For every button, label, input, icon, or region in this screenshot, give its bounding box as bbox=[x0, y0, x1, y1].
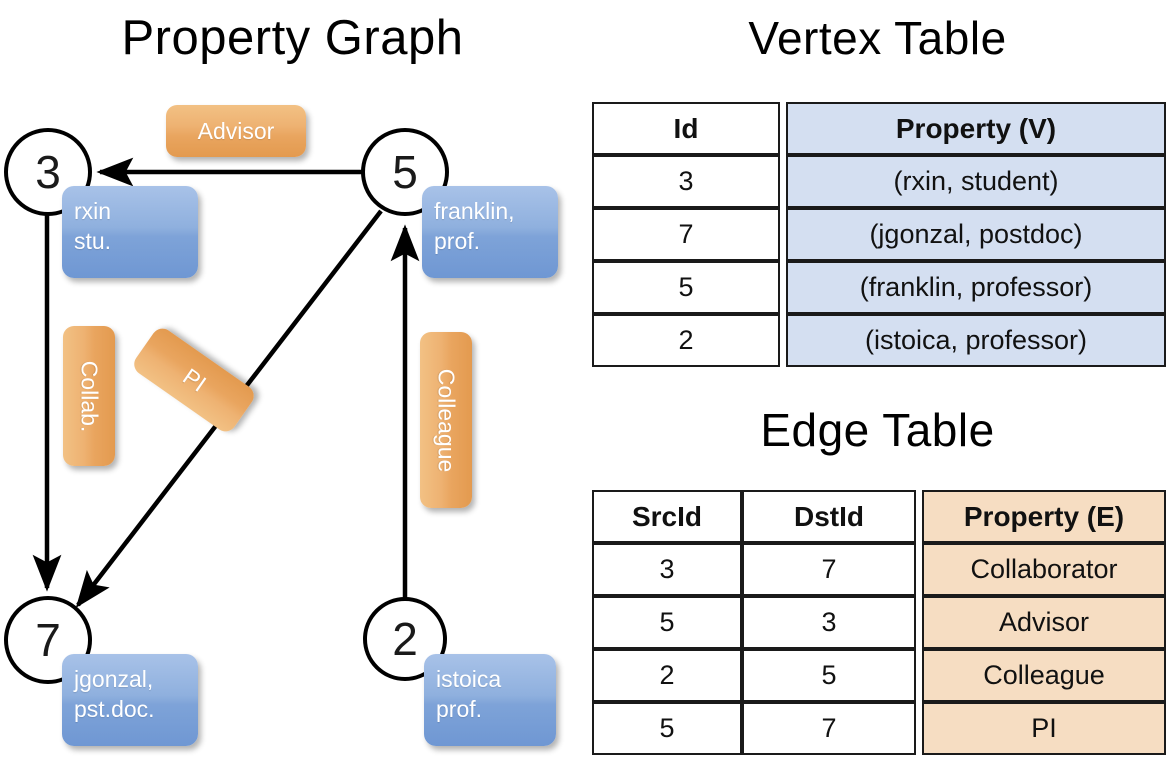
edge-label-advisor[interactable]: Advisor bbox=[166, 105, 306, 157]
edge-label-colleague[interactable]: Colleague bbox=[420, 332, 472, 508]
edge-table-header-row: SrcId DstId Property (E) bbox=[592, 490, 1166, 543]
node-property-franklin-line1: franklin, bbox=[434, 198, 515, 224]
edge-table-header-property: Property (E) bbox=[922, 490, 1166, 543]
vertex-row-2-property: (franklin, professor) bbox=[786, 261, 1166, 314]
property-graph-diagram: 3 5 7 2 rxin stu. franklin, prof. jgonza… bbox=[4, 105, 558, 746]
vertex-row-0-property: (rxin, student) bbox=[786, 155, 1166, 208]
vertex-row-3-property: (istoica, professor) bbox=[786, 314, 1166, 367]
edge-row-2-dst: 5 bbox=[742, 649, 916, 702]
table-row: 5 3 Advisor bbox=[592, 596, 1166, 649]
node-property-box-istoica[interactable]: istoica prof. bbox=[424, 654, 556, 746]
table-row: 7 (jgonzal, postdoc) bbox=[592, 208, 1166, 261]
edge-row-0-src: 3 bbox=[592, 543, 742, 596]
table-row: 3 (rxin, student) bbox=[592, 155, 1166, 208]
node-property-box-rxin[interactable]: rxin stu. bbox=[62, 186, 198, 278]
node-property-istoica-line2: prof. bbox=[436, 696, 483, 722]
edge-row-0-dst: 7 bbox=[742, 543, 916, 596]
vertex-table-header-id: Id bbox=[592, 102, 780, 155]
table-row: 2 (istoica, professor) bbox=[592, 314, 1166, 367]
edge-row-1-src: 5 bbox=[592, 596, 742, 649]
edge-table-header-dstid: DstId bbox=[742, 490, 916, 543]
node-property-box-jgonzal[interactable]: jgonzal, pst.doc. bbox=[62, 654, 198, 746]
graph-node-2[interactable]: 2 bbox=[363, 597, 447, 681]
edge-row-3-property: PI bbox=[922, 702, 1166, 755]
edge-row-1-dst: 3 bbox=[742, 596, 916, 649]
graph-node-3-label: 3 bbox=[35, 146, 61, 198]
vertex-table-column-gap bbox=[780, 261, 786, 314]
edge-table-column-gap bbox=[916, 702, 922, 755]
table-row: 2 5 Colleague bbox=[592, 649, 1166, 702]
edge-label-advisor-text: Advisor bbox=[197, 117, 275, 144]
table-row: 3 7 Collaborator bbox=[592, 543, 1166, 596]
graph-node-5[interactable]: 5 bbox=[361, 128, 449, 216]
edge-table-column-gap bbox=[916, 543, 922, 596]
vertex-row-3-id: 2 bbox=[592, 314, 780, 367]
node-property-box-franklin[interactable]: franklin, prof. bbox=[422, 186, 558, 278]
graph-node-5-label: 5 bbox=[392, 146, 418, 198]
vertex-table-column-gap bbox=[780, 155, 786, 208]
edge-row-2-property: Colleague bbox=[922, 649, 1166, 702]
graph-node-7-label: 7 bbox=[35, 614, 61, 666]
node-property-rxin-line1: rxin bbox=[74, 198, 112, 224]
node-property-franklin-line2: prof. bbox=[434, 228, 481, 254]
table-row: 5 7 PI bbox=[592, 702, 1166, 755]
edge-label-collab[interactable]: Collab. bbox=[63, 326, 115, 466]
node-property-jgonzal-line1: jgonzal, bbox=[74, 666, 154, 692]
edge-row-3-src: 5 bbox=[592, 702, 742, 755]
node-property-jgonzal-line2: pst.doc. bbox=[74, 696, 155, 722]
node-property-rxin-line2: stu. bbox=[74, 228, 112, 254]
table-row: 5 (franklin, professor) bbox=[592, 261, 1166, 314]
vertex-table: Id Property (V) 3 (rxin, student) 7 (jgo… bbox=[592, 102, 1166, 367]
edge-table-header-srcid: SrcId bbox=[592, 490, 742, 543]
page-title-vertex-table: Vertex Table bbox=[748, 12, 1007, 64]
edge-row-3-dst: 7 bbox=[742, 702, 916, 755]
edge-label-pi-text: PI bbox=[177, 362, 211, 397]
vertex-table-header-row: Id Property (V) bbox=[592, 102, 1166, 155]
edge-row-1-property: Advisor bbox=[922, 596, 1166, 649]
edge-table: SrcId DstId Property (E) 3 7 Collaborato… bbox=[592, 490, 1166, 755]
vertex-table-column-gap bbox=[780, 208, 786, 261]
vertex-row-0-id: 3 bbox=[592, 155, 780, 208]
vertex-table-header-property: Property (V) bbox=[786, 102, 1166, 155]
edge-table-column-gap bbox=[916, 596, 922, 649]
vertex-row-1-id: 7 bbox=[592, 208, 780, 261]
page-title-edge-table: Edge Table bbox=[760, 404, 995, 456]
edge-row-0-property: Collaborator bbox=[922, 543, 1166, 596]
edge-label-collab-text: Collab. bbox=[76, 360, 103, 432]
edge-label-colleague-text: Colleague bbox=[433, 368, 460, 472]
vertex-row-2-id: 5 bbox=[592, 261, 780, 314]
edge-table-column-gap bbox=[916, 490, 922, 543]
vertex-table-column-gap bbox=[780, 314, 786, 367]
graph-node-2-label: 2 bbox=[392, 613, 418, 665]
edge-row-2-src: 2 bbox=[592, 649, 742, 702]
vertex-row-1-property: (jgonzal, postdoc) bbox=[786, 208, 1166, 261]
node-property-istoica-line1: istoica bbox=[436, 666, 502, 692]
page-title-property-graph: Property Graph bbox=[121, 11, 464, 65]
edge-table-column-gap bbox=[916, 649, 922, 702]
vertex-table-column-gap bbox=[780, 102, 786, 155]
